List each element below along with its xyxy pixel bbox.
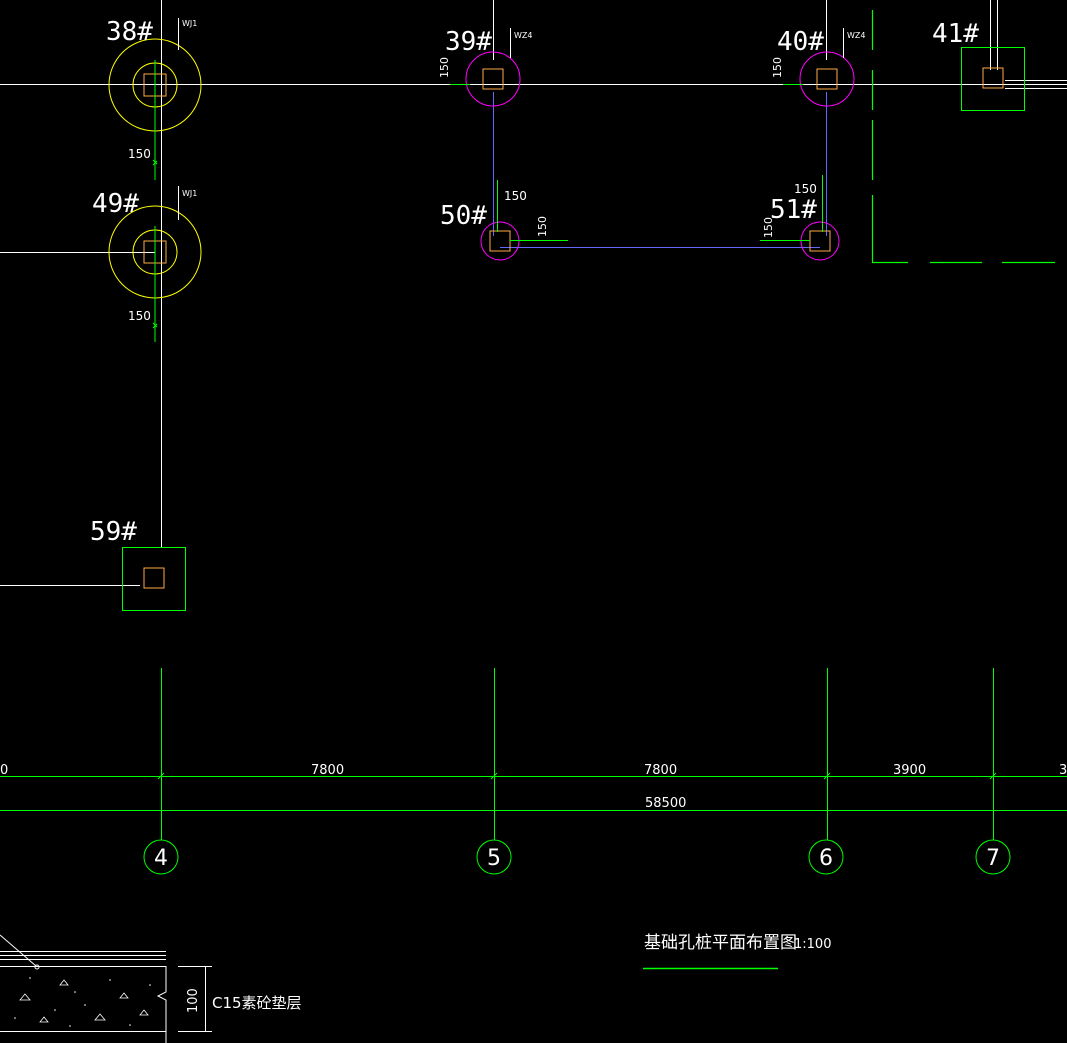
dim-bay-4-5: 7800	[311, 763, 344, 778]
pile-39-offset-dim: 150	[438, 57, 451, 78]
pile-41-label: 41#	[932, 19, 979, 49]
bedding-note: C15素砼垫层	[212, 994, 302, 1012]
pile-38-offset-dim: 150	[128, 147, 151, 161]
title-block: 基础孔桩平面布置图 1:100	[643, 933, 831, 970]
grid-bubble-5	[476, 839, 512, 875]
pile-59: 59#	[90, 517, 186, 611]
drawing-scale: 1:100	[794, 937, 831, 952]
grid-label-7: 7	[986, 846, 1000, 871]
pile-49: 49# WJ1 150	[92, 186, 202, 342]
pile-51-label: 51#	[770, 195, 817, 225]
grid-bubble-4	[143, 839, 179, 875]
grid-bubble-7	[975, 839, 1011, 875]
grid-label-6: 6	[819, 846, 833, 871]
pile-41-column	[982, 67, 1004, 89]
pile-51: 51# 150 150	[760, 175, 840, 261]
pile-40-tag: WZ4	[847, 31, 865, 40]
pile-41: 41#	[932, 19, 1025, 111]
dimension-texts: 0 7800 7800 3900 3 58500	[0, 763, 1067, 811]
pile-51-offset-dim-horizontal: 150	[762, 217, 775, 238]
pile-40-label: 40#	[777, 27, 824, 57]
pile-40: 40# WZ4 150	[771, 27, 865, 107]
cap-tie-beams	[493, 92, 827, 248]
pile-51-offset-dim-vertical: 150	[794, 182, 817, 196]
dim-left-partial: 0	[0, 763, 8, 778]
pile-49-tag: WJ1	[182, 189, 197, 198]
pile-40-offset-dim: 150	[771, 57, 784, 78]
pile-39-column	[482, 68, 504, 90]
grid-label-4: 4	[154, 846, 168, 871]
pile-49-label: 49#	[92, 189, 139, 219]
dim-bay-6-7: 3900	[893, 763, 926, 778]
dim-overall: 58500	[645, 796, 686, 811]
pile-49-offset-dim: 150	[128, 309, 151, 323]
pile-39-ring	[465, 51, 521, 107]
bedding-layer-detail: 100 C15素砼垫层	[0, 934, 302, 1043]
dim-right-partial: 3	[1059, 763, 1067, 778]
pile-59-column	[143, 567, 165, 589]
drawing-title: 基础孔桩平面布置图	[644, 933, 797, 953]
pile-59-label: 59#	[90, 517, 137, 547]
pile-41-cap	[961, 47, 1025, 111]
grid-label-5: 5	[487, 846, 501, 871]
pile-50-offset-dim-vertical: 150	[504, 189, 527, 203]
pile-59-cap	[122, 547, 186, 611]
pile-38-tag: WJ1	[182, 19, 197, 28]
pile-38: 38# WJ1 150	[106, 17, 202, 180]
pile-50-offset-dim-horizontal: 150	[536, 216, 549, 237]
pile-39: 39# WZ4 150	[438, 27, 532, 107]
main-axis-lines	[0, 0, 1067, 586]
grid-bubble-6	[808, 839, 844, 875]
grid-axis-labels: 4 5 6 7	[154, 846, 1000, 871]
pile-40-ring	[799, 51, 855, 107]
dim-bay-5-6: 7800	[644, 763, 677, 778]
grid-lines	[0, 668, 1067, 875]
bedding-thickness-dim: 100	[186, 988, 201, 1013]
boundary-dashed-line	[871, 10, 1055, 264]
pile-38-label: 38#	[106, 17, 153, 47]
pile-50-label: 50#	[440, 201, 487, 231]
pile-39-tag: WZ4	[514, 31, 532, 40]
pile-39-label: 39#	[445, 27, 492, 57]
pile-50: 50# 150 150	[440, 180, 568, 261]
pile-40-column	[816, 68, 838, 90]
